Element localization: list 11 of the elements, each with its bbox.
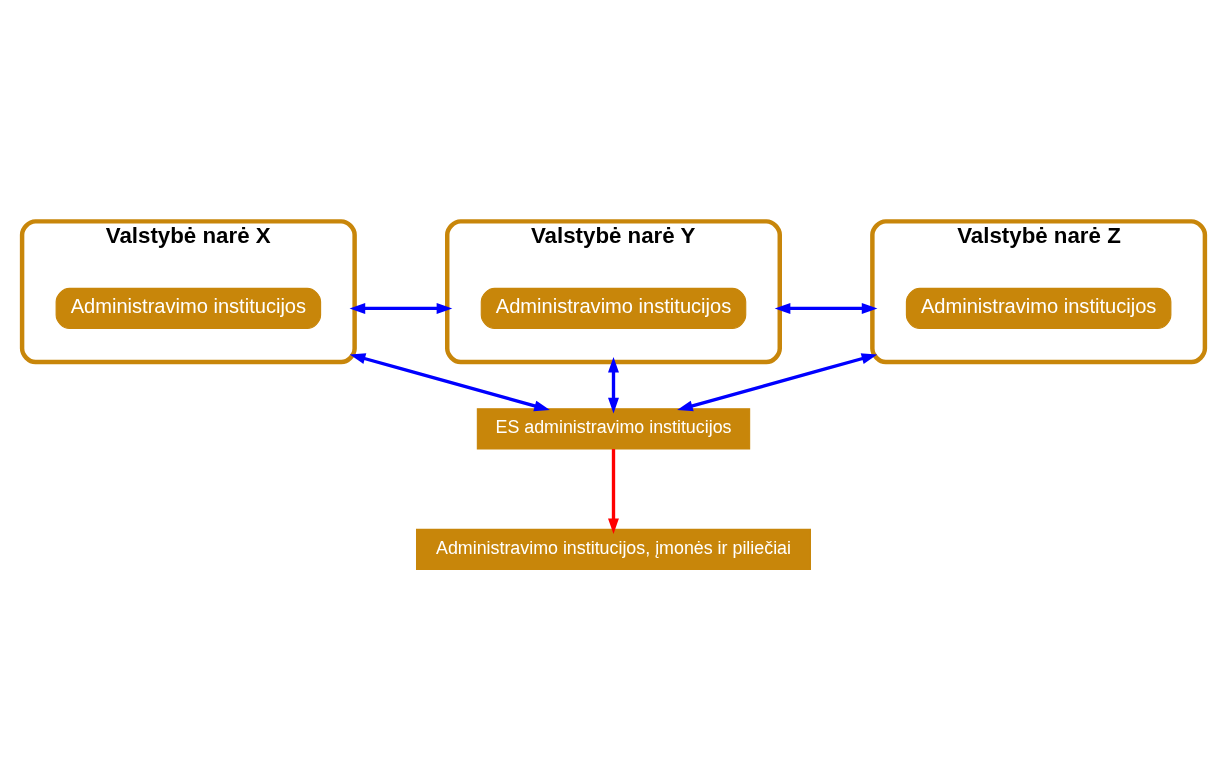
node-box: Administravimo institucijos — [480, 287, 747, 330]
arrow — [608, 449, 619, 535]
arrow — [774, 302, 878, 314]
arrow — [677, 353, 878, 412]
arrow — [349, 353, 550, 412]
arrow — [608, 356, 619, 414]
node-box: Administravimo institucijos — [905, 287, 1172, 330]
node-box: Administravimo institucijos, įmonės ir piliečiai — [416, 528, 811, 571]
arrow — [349, 302, 453, 314]
node-box: Administravimo institucijos — [55, 287, 322, 330]
node-box: ES administravimo institucijos — [476, 408, 751, 450]
